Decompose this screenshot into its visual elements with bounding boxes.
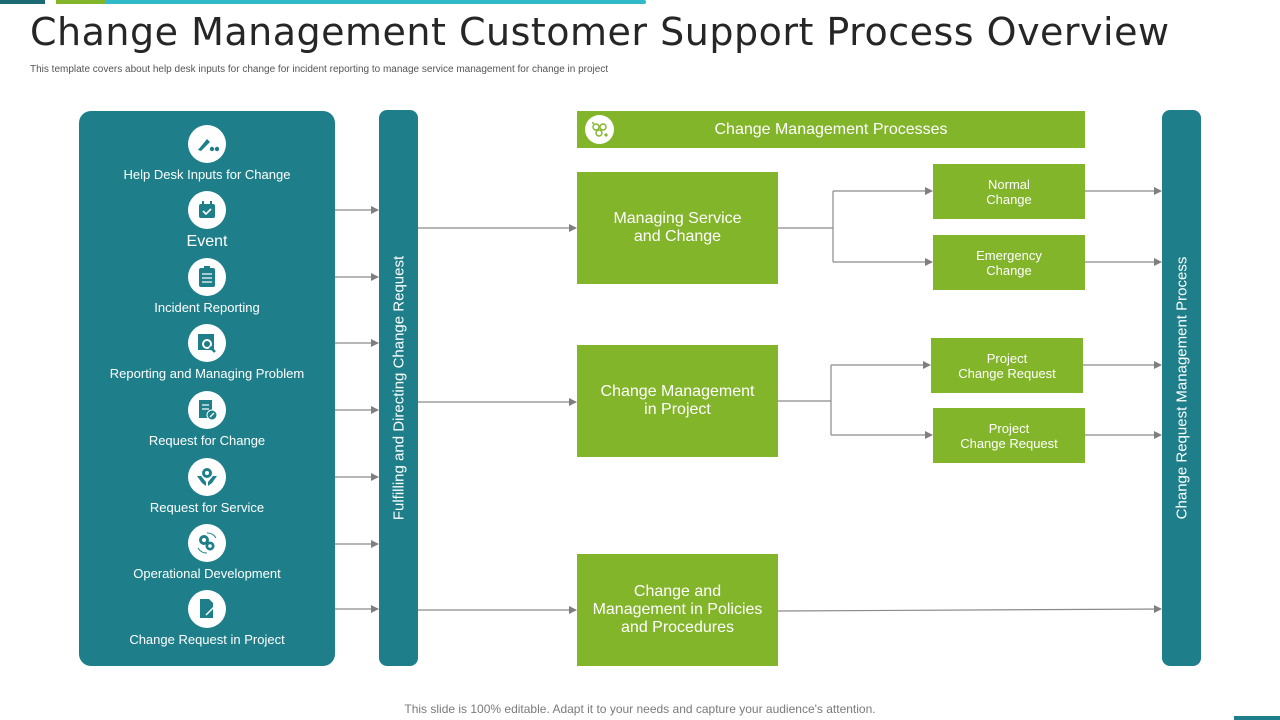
list-item-label: Incident Reporting (154, 300, 260, 315)
list-item-request-for-service: Request for Service (79, 458, 335, 515)
panel-heading: Help Desk Inputs for Change (79, 125, 335, 182)
list-item-request-for-change: Request for Change (79, 391, 335, 448)
clipboard-list-icon (188, 258, 226, 296)
list-item-label: Request for Service (149, 500, 265, 515)
output-box-emergency-change: Emergency Change (933, 235, 1085, 290)
list-item-operational-development: Operational Development (79, 524, 335, 581)
list-item-event: Event (79, 191, 335, 251)
gears-cycle-icon (188, 524, 226, 562)
list-item-reporting-managing-problem: Reporting and Managing Problem (79, 324, 335, 381)
page-subtitle: This template covers about help desk inp… (30, 64, 609, 75)
pencil-dots-icon (188, 125, 226, 163)
change-request-management-bar: Change Request Management Process (1162, 110, 1201, 666)
report-magnifier-icon (188, 324, 226, 362)
calendar-check-icon (188, 191, 226, 229)
process-header: Change Management Processes (577, 111, 1085, 148)
process-box-managing-service: Managing Service and Change (577, 172, 778, 284)
list-item-label: Event (186, 233, 228, 250)
output-box-normal-change: Normal Change (933, 164, 1085, 219)
bottom-accent-bar (1234, 716, 1280, 720)
list-item-label: Reporting and Managing Problem (109, 366, 305, 381)
process-network-icon (585, 115, 614, 144)
list-item-incident-reporting: Incident Reporting (79, 258, 335, 315)
fulfilling-directing-bar: Fulfilling and Directing Change Request (379, 110, 418, 666)
panel-heading-label: Help Desk Inputs for Change (123, 167, 291, 182)
process-box-policies-procedures: Change and Management in Policies and Pr… (577, 554, 778, 666)
change-request-management-label: Change Request Management Process (1173, 256, 1190, 520)
arrow-out-5 (777, 605, 1162, 614)
hands-gear-icon (188, 458, 226, 496)
list-item-label: Request for Change (148, 433, 266, 448)
list-item-label: Operational Development (133, 566, 281, 581)
top-accent-bar-cyan (106, 0, 646, 4)
output-box-project-change-request-2: Project Change Request (933, 408, 1085, 463)
fulfilling-directing-label: Fulfilling and Directing Change Request (390, 255, 407, 521)
list-item-change-request-in-project: Change Request in Project (79, 590, 335, 647)
footer-note: This slide is 100% editable. Adapt it to… (404, 702, 876, 716)
list-item-label: Change Request in Project (129, 632, 285, 647)
page-title: Change Management Customer Support Proce… (30, 10, 1170, 54)
process-header-label: Change Management Processes (714, 120, 948, 138)
top-accent-bar-dark (0, 0, 45, 4)
document-edit-icon (188, 391, 226, 429)
top-accent-bar-green (56, 0, 106, 4)
help-desk-inputs-panel: Help Desk Inputs for Change Event Incide… (79, 111, 335, 666)
output-box-project-change-request-1: Project Change Request (931, 338, 1083, 393)
process-box-change-in-project: Change Management in Project (577, 345, 778, 457)
document-pen-icon (188, 590, 226, 628)
